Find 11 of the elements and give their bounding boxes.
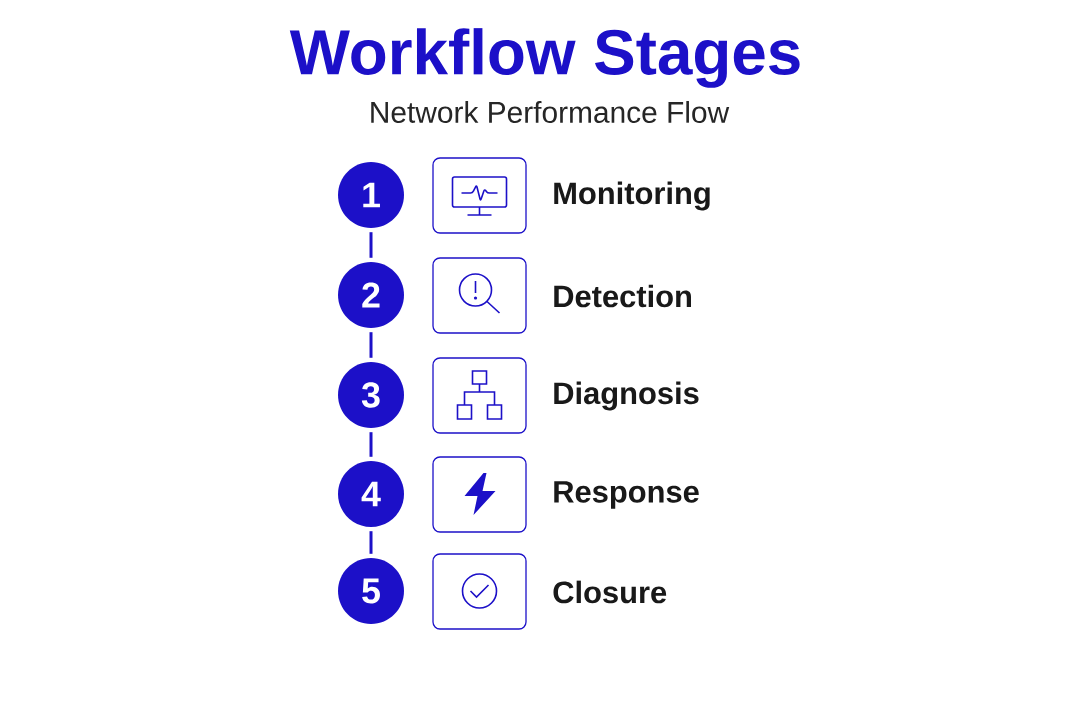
stage-label: Diagnosis — [554, 381, 699, 411]
stage-label: Monitoring — [554, 181, 710, 211]
stage-label: Closure — [553, 580, 667, 604]
connector-line — [369, 332, 373, 358]
stage-label: Response — [554, 481, 699, 509]
stage-label: Detection — [554, 284, 691, 308]
connector-line — [369, 531, 373, 554]
title: Workflow Stages — [289, 28, 800, 88]
connector-line — [369, 232, 373, 258]
subtitle: Network Performance Flow — [371, 101, 730, 123]
connector-line — [369, 432, 373, 457]
